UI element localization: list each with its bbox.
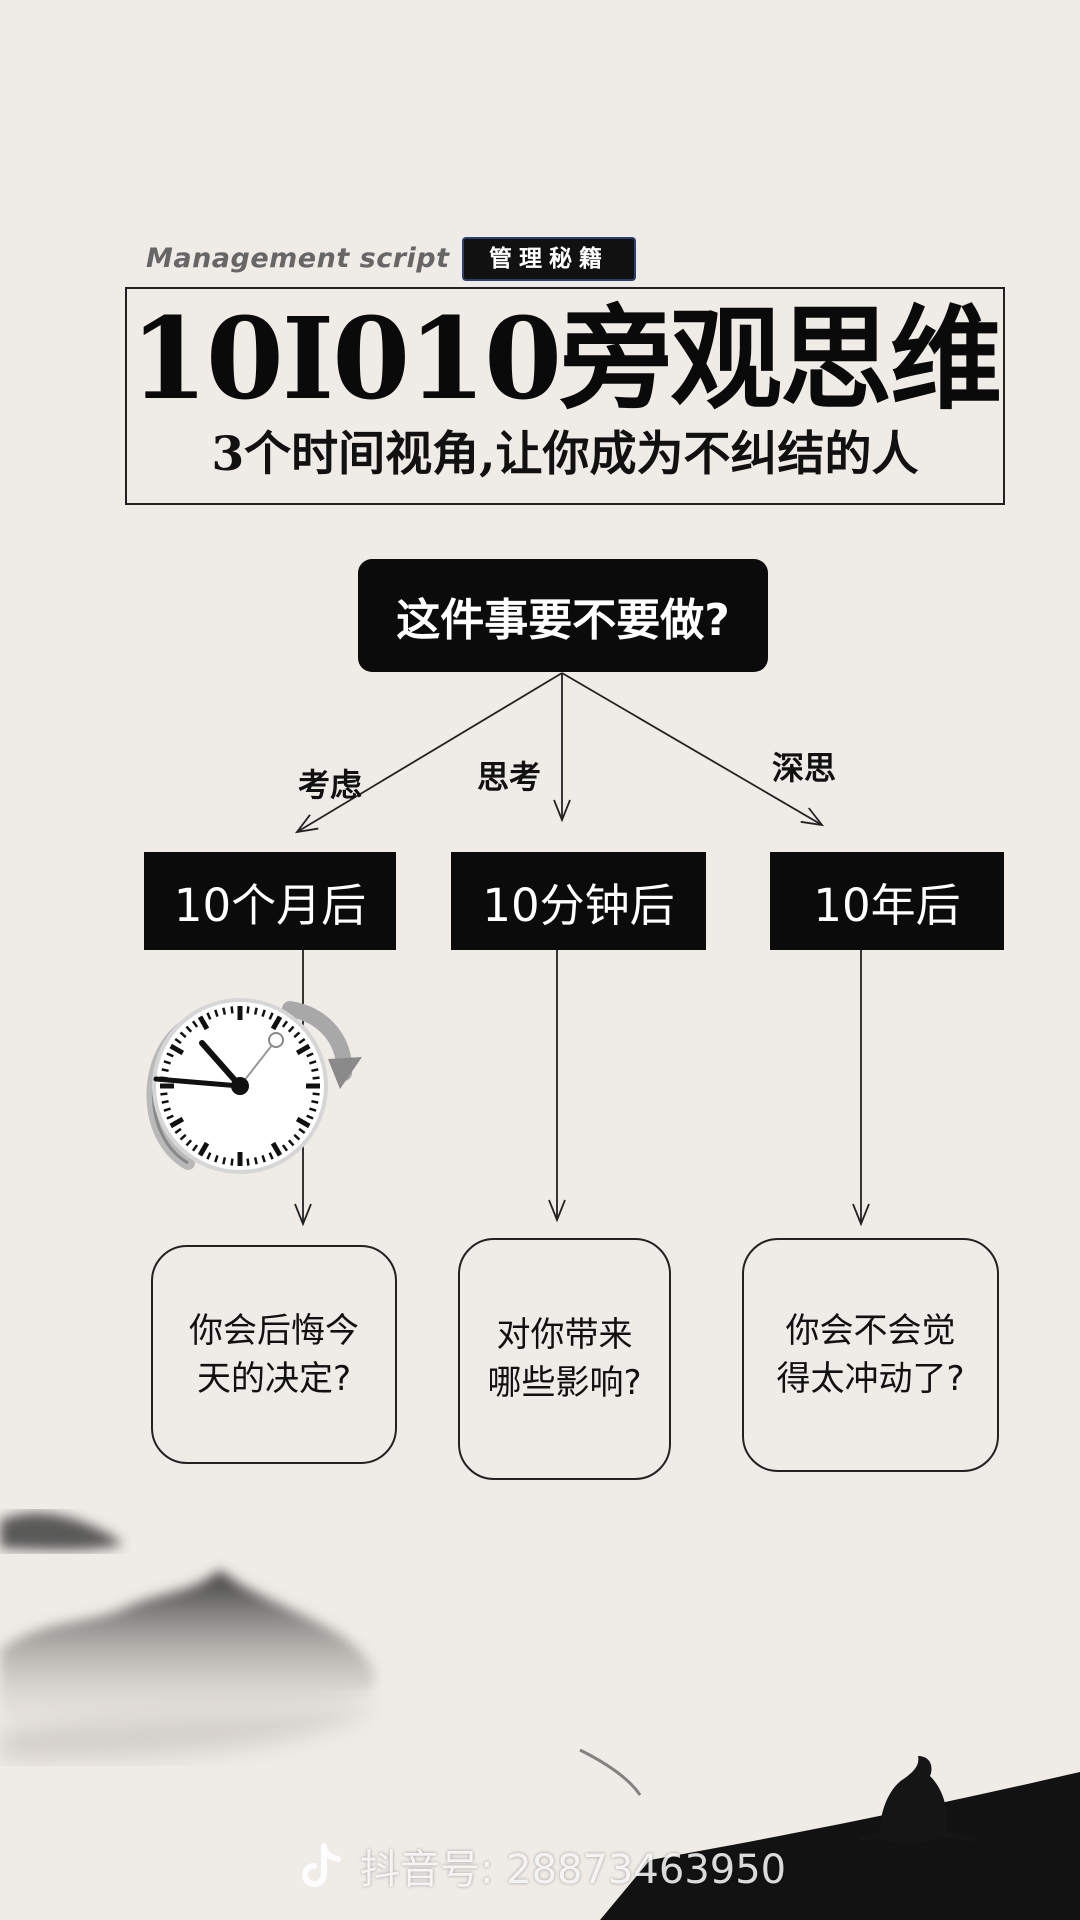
ink-mountains-decoration [0,1512,1080,1920]
time-box-10-years: 10年后 [770,852,1004,950]
douyin-logo-icon [301,1843,341,1888]
branch-label-2: 思考 [477,758,542,796]
clock-icon [146,998,362,1174]
subtitle-english: Management script [146,243,450,274]
answer-box-3: 你会不会觉得太冲动了? [742,1238,999,1472]
answer-box-2: 对你带来哪些影响? [458,1238,671,1480]
category-tag: 管理秘籍 [462,237,636,281]
branch-label-1: 考虑 [298,766,363,804]
answer-box-1: 你会后悔今天的决定? [151,1245,397,1464]
answer-1-line-2: 天的决定? [196,1358,352,1399]
answer-3-line-2: 得太冲动了? [776,1359,965,1399]
time-box-10-minutes: 10分钟后 [451,852,706,950]
answer-2-line-2: 哪些影响? [487,1363,642,1403]
page-subtitle: 3个时间视角,让你成为不纠结的人 [211,427,919,482]
answer-3-line-1: 你会不会觉 [785,1311,956,1351]
douyin-id-text: 抖音号: 28873463950 [360,1847,787,1893]
answer-2-line-1: 对你带来 [496,1315,633,1355]
title-frame [125,287,1005,505]
arrow-to-10-months [294,672,563,834]
time-box-10-months: 10个月后 [144,852,396,950]
douyin-watermark: 抖音号: 28873463950 [300,1838,820,1894]
arrow-to-10-years [561,672,825,827]
branch-label-3: 深思 [772,749,837,787]
question-box: 这件事要不要做? [358,559,768,672]
page-title: 10I010旁观思维 [129,294,1002,425]
answer-1-line-1: 你会后悔今 [189,1310,359,1351]
